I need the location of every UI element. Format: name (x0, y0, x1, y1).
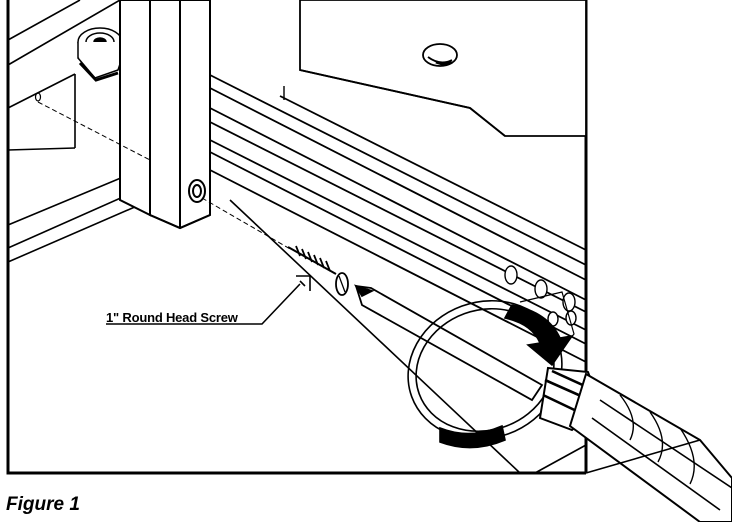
screw-callout-label: 1" Round Head Screw (106, 310, 238, 325)
screwdriver-handle (538, 366, 732, 522)
callout-arrow (106, 275, 311, 325)
floor-lines (534, 439, 701, 474)
vertical-post (119, 0, 211, 230)
slide-rail (209, 74, 587, 363)
figure-caption: Figure 1 (6, 494, 80, 515)
pilot-hole (34, 92, 42, 102)
round-head-screw (287, 245, 349, 296)
top-panel (299, 0, 587, 137)
alignment-guide-lines (37, 101, 293, 251)
rotation-arrow (407, 291, 575, 449)
screwdriver-shaft (354, 284, 544, 402)
roller-wheel (77, 27, 123, 82)
